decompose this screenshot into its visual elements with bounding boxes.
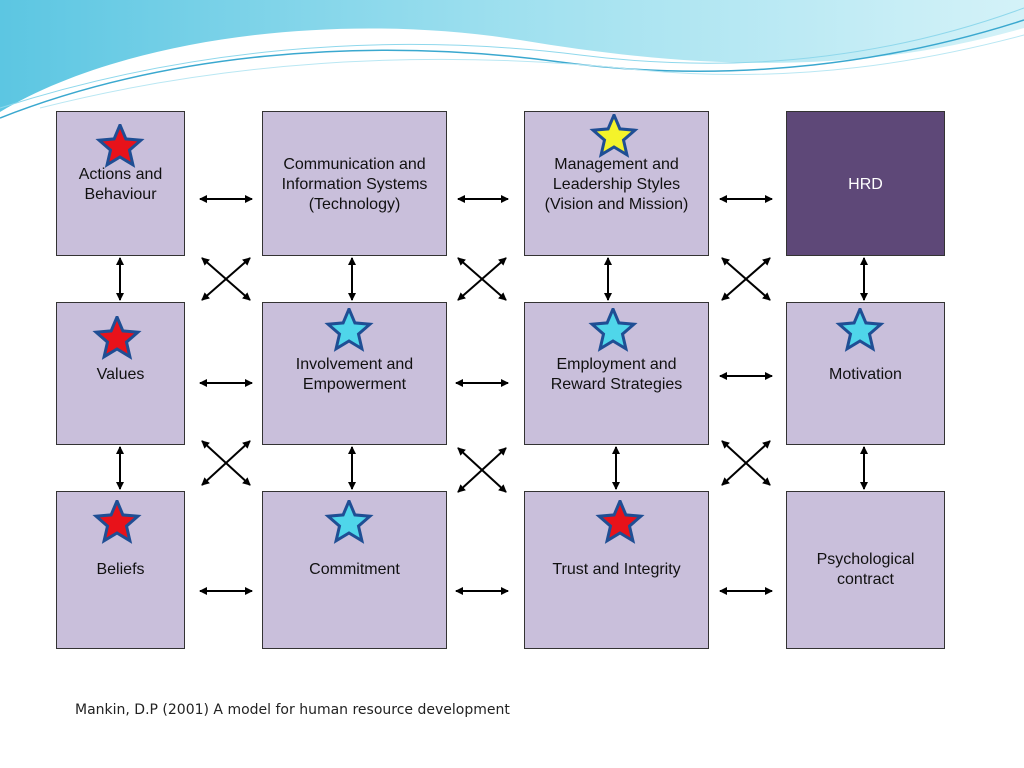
cyan-star-icon [324,500,374,544]
box-beliefs: Beliefs [56,491,185,649]
red-star-icon [92,316,142,360]
box-values: Values [56,302,185,445]
diagonal-double-arrow [721,440,771,486]
cyan-star-icon [324,308,374,352]
box-employment-reward: Employment and Reward Strategies [524,302,709,445]
box-commitment-label: Commitment [309,561,400,578]
star-shape [324,500,374,544]
cyan-star-icon [835,308,885,352]
star-shape [92,500,142,544]
box-actions-behaviour: Actions and Behaviour [56,111,185,256]
red-star-icon [595,500,645,544]
star-shape [95,124,145,168]
box-commitment: Commitment [262,491,447,649]
box-hrd: HRD [786,111,945,256]
star-shape [589,114,639,158]
citation-text: Mankin, D.P (2001) A model for human res… [75,702,510,718]
diagonal-double-arrow [721,257,771,301]
box-employment-label: Employment and Reward Strategies [550,356,683,393]
yellow-star-icon [589,114,639,158]
box-psychological-contract: Psychological contract [786,491,945,649]
box-involvement-label: Involvement and Empowerment [295,356,414,393]
star-shape [324,308,374,352]
header-wave-decoration [0,0,1024,119]
box-trust-label: Trust and Integrity [552,561,681,578]
diagonal-double-arrow [457,257,507,301]
diagonal-double-arrow [721,440,771,486]
diagonal-double-arrow [457,257,507,301]
box-involvement-empowerment: Involvement and Empowerment [262,302,447,445]
box-communication-information: Communication and Information Systems (T… [262,111,447,256]
box-motivation-label: Motivation [829,366,902,383]
box-motivation: Motivation [786,302,945,445]
star-shape [588,308,638,352]
box-communication-label: Communication and Information Systems (T… [281,156,428,213]
diagonal-double-arrow [201,257,251,301]
diagonal-double-arrow [201,440,251,486]
diagonal-double-arrow [201,257,251,301]
box-management-label: Management and Leadership Styles (Vision… [544,156,689,213]
diagonal-double-arrow [201,440,251,486]
box-psychological-label: Psychological contract [816,551,915,588]
box-beliefs-label: Beliefs [96,561,145,578]
box-values-label: Values [96,366,145,383]
diagonal-double-arrow [457,447,507,493]
red-star-icon [95,124,145,168]
red-star-icon [92,500,142,544]
box-hrd-label: HRD [848,176,883,193]
box-trust-integrity: Trust and Integrity [524,491,709,649]
star-shape [835,308,885,352]
star-shape [595,500,645,544]
box-management-leadership: Management and Leadership Styles (Vision… [524,111,709,256]
diagonal-double-arrow [457,447,507,493]
cyan-star-icon [588,308,638,352]
star-shape [92,316,142,360]
box-actions-label: Actions and Behaviour [78,166,163,203]
diagonal-double-arrow [721,257,771,301]
